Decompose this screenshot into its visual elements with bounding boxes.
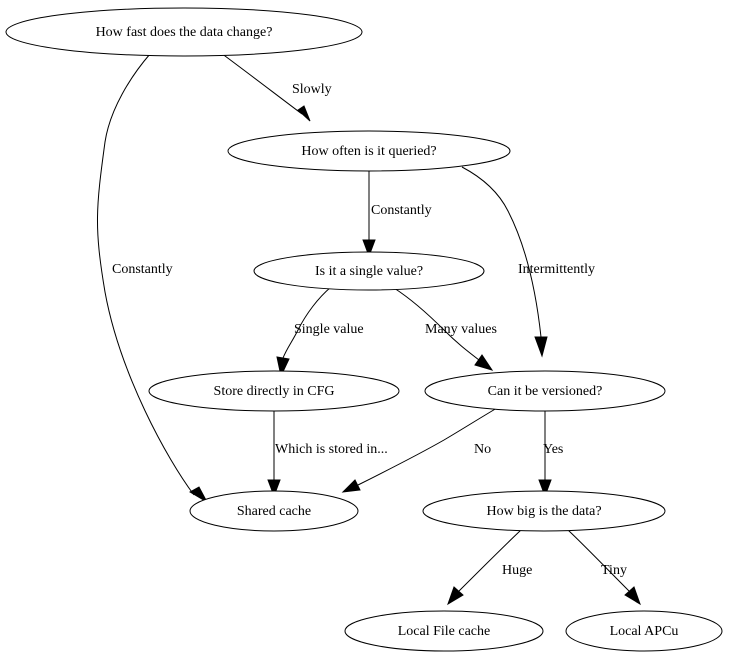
edge-label: Single value <box>294 322 364 337</box>
node-label: Is it a single value? <box>315 264 423 279</box>
node-label: Can it be versioned? <box>488 384 603 399</box>
edge-label: Tiny <box>601 563 627 578</box>
node-shape[interactable] <box>565 610 723 652</box>
edges-layer <box>96 52 641 606</box>
edge-arrowhead-icon <box>534 336 548 358</box>
edge-n1-to-n4 <box>461 166 548 358</box>
edge-label: Intermittently <box>518 262 595 277</box>
edge-line <box>458 529 522 592</box>
edge-line <box>282 286 332 359</box>
edge-label: Slowly <box>292 82 332 97</box>
edge-arrowhead-icon <box>362 239 376 258</box>
node-label: Store directly in CFG <box>214 384 335 399</box>
node-label: How often is it queried? <box>301 144 436 159</box>
edge-labels-layer: SlowlyConstantlyConstantlyIntermittently… <box>112 82 627 578</box>
node-n1[interactable]: How often is it queried? <box>227 130 511 172</box>
edge-n4-to-n6 <box>538 411 552 498</box>
node-n2[interactable]: Is it a single value? <box>253 251 485 291</box>
edge-n4-to-n5 <box>341 407 498 493</box>
edge-n1-to-n2 <box>362 171 376 258</box>
edge-arrowhead-icon <box>297 105 311 122</box>
edge-line <box>567 529 630 592</box>
node-label: How big is the data? <box>486 504 601 519</box>
edge-arrowhead-icon <box>538 479 552 498</box>
node-n6[interactable]: How big is the data? <box>422 490 666 532</box>
edge-n6-to-n7 <box>447 529 522 606</box>
node-label: Local APCu <box>610 624 679 639</box>
node-label: How fast does the data change? <box>96 25 273 40</box>
node-n0[interactable]: How fast does the data change? <box>5 7 363 57</box>
edge-label: No <box>474 442 491 457</box>
edge-arrowhead-icon <box>624 586 641 606</box>
edge-label: Constantly <box>112 262 173 277</box>
edge-n0-to-n1 <box>220 52 311 122</box>
node-shape[interactable] <box>253 251 485 291</box>
edge-arrowhead-icon <box>267 479 281 498</box>
node-n8[interactable]: Local APCu <box>565 610 723 652</box>
node-label: Local File cache <box>398 624 491 639</box>
edge-line <box>96 53 195 496</box>
edge-line <box>357 407 498 486</box>
edge-n3-to-n5 <box>267 411 281 498</box>
edge-arrowhead-icon <box>341 479 361 493</box>
edge-n6-to-n8 <box>567 529 641 606</box>
edge-arrowhead-icon <box>447 586 464 606</box>
edge-label: Constantly <box>371 203 432 218</box>
edge-line <box>393 287 480 361</box>
node-shape[interactable] <box>344 610 544 652</box>
edge-line <box>220 52 303 115</box>
node-n7[interactable]: Local File cache <box>344 610 544 652</box>
node-shape[interactable] <box>5 7 363 57</box>
edge-line <box>461 166 542 338</box>
node-shape[interactable] <box>189 490 359 532</box>
edge-n0-to-n5 <box>96 53 209 504</box>
nodes-layer: How fast does the data change? How often … <box>5 7 723 652</box>
node-shape[interactable] <box>227 130 511 172</box>
node-n4[interactable]: Can it be versioned? <box>424 370 666 412</box>
edge-arrowhead-icon <box>474 354 494 371</box>
edge-arrowhead-icon <box>188 486 209 504</box>
edge-label: Which is stored in... <box>275 442 388 457</box>
edge-label: Huge <box>502 563 532 578</box>
node-label: Shared cache <box>237 504 311 519</box>
edge-label: Yes <box>543 442 563 457</box>
edge-n2-to-n4 <box>393 287 494 371</box>
node-shape[interactable] <box>424 370 666 412</box>
edge-label: Many values <box>425 322 497 337</box>
node-shape[interactable] <box>422 490 666 532</box>
node-n5[interactable]: Shared cache <box>189 490 359 532</box>
node-shape[interactable] <box>148 370 400 412</box>
node-n3[interactable]: Store directly in CFG <box>148 370 400 412</box>
